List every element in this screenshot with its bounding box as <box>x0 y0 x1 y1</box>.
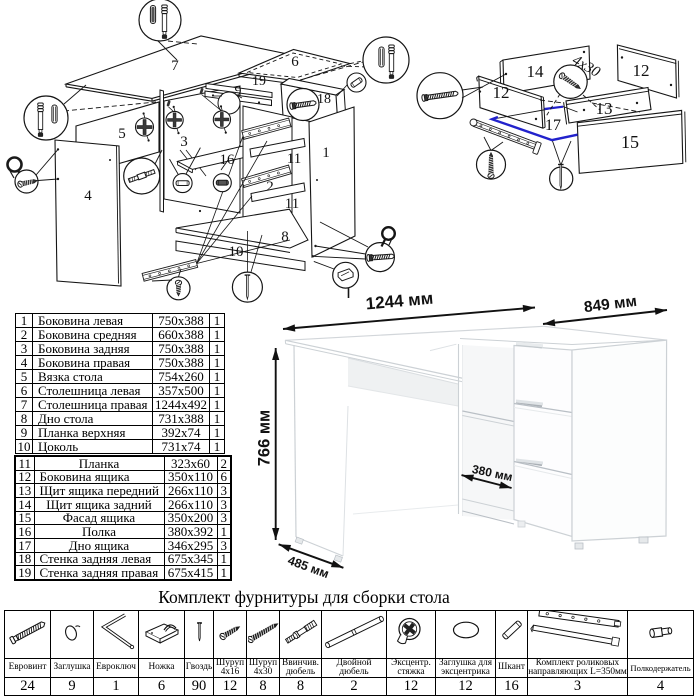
svg-text:3: 3 <box>180 134 188 150</box>
svg-text:2: 2 <box>266 179 274 195</box>
svg-text:16: 16 <box>220 152 236 168</box>
svg-text:13: 13 <box>596 99 613 118</box>
svg-text:5: 5 <box>118 126 126 142</box>
svg-text:849 мм: 849 мм <box>583 293 638 316</box>
svg-text:19: 19 <box>252 74 266 89</box>
svg-text:10: 10 <box>229 244 244 260</box>
svg-text:18: 18 <box>317 92 331 107</box>
svg-text:1244 мм: 1244 мм <box>365 289 434 314</box>
svg-text:11: 11 <box>287 151 301 167</box>
svg-text:12: 12 <box>493 83 510 102</box>
svg-text:15: 15 <box>621 132 639 152</box>
svg-text:12: 12 <box>633 61 650 80</box>
svg-text:1: 1 <box>322 145 330 161</box>
svg-text:11: 11 <box>285 196 299 212</box>
svg-text:9: 9 <box>235 84 242 99</box>
svg-text:7: 7 <box>171 58 179 74</box>
svg-text:766 мм: 766 мм <box>256 410 274 467</box>
svg-text:8: 8 <box>281 229 289 245</box>
svg-text:17: 17 <box>545 117 561 134</box>
svg-text:485 мм: 485 мм <box>286 553 331 581</box>
svg-text:6: 6 <box>291 54 299 70</box>
svg-text:4: 4 <box>84 188 92 204</box>
svg-text:14: 14 <box>527 62 545 81</box>
